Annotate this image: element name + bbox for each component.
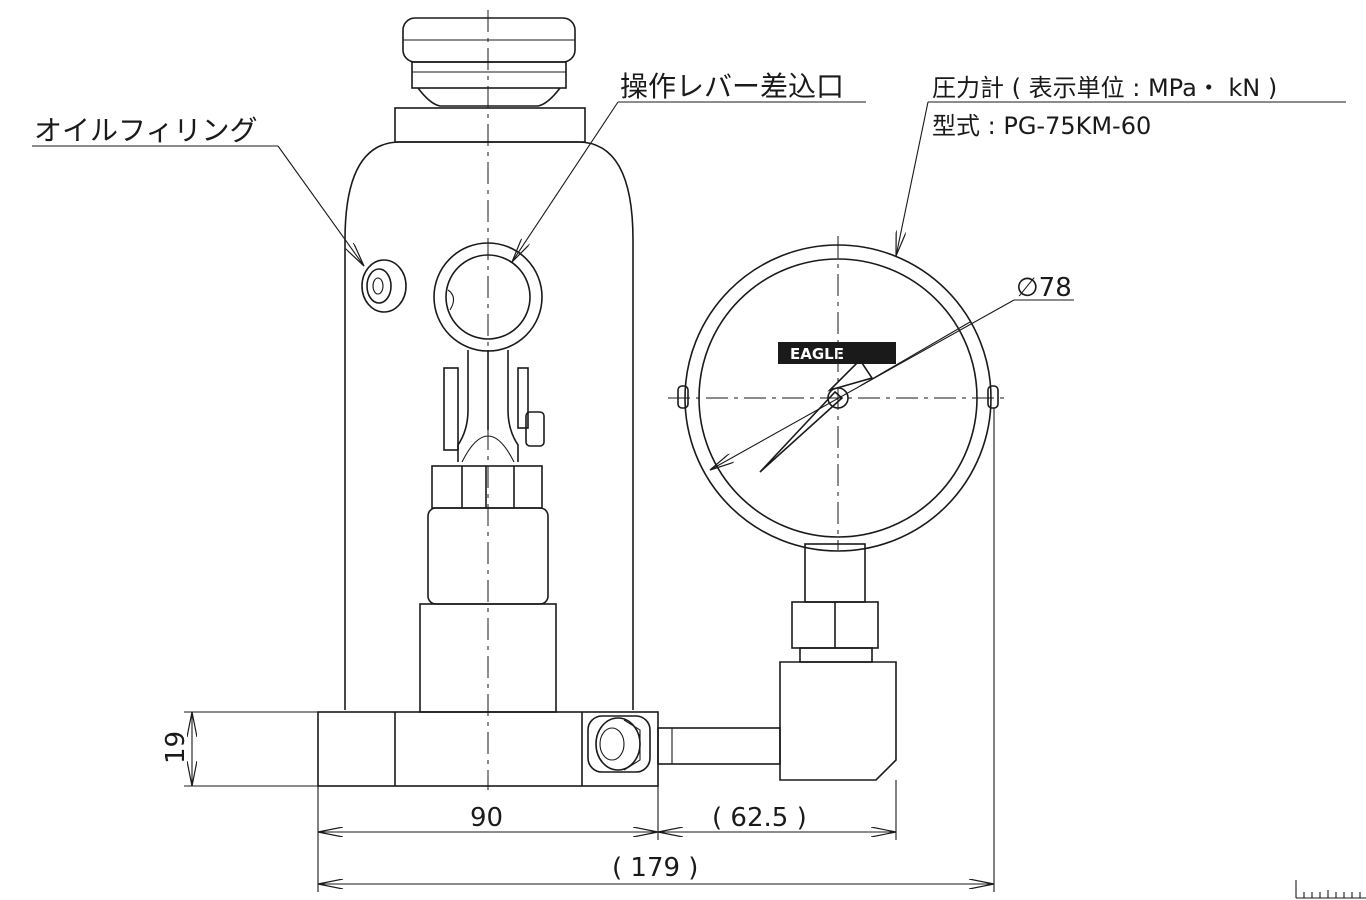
gauge-offset-dim: ( 62.5 ): [712, 803, 807, 833]
oil-filling-label: オイルフィリング: [34, 114, 257, 147]
dimension-lines: [184, 408, 995, 892]
pressure-gauge: EAGLE: [657, 244, 999, 781]
gauge-label-line1: 圧力計 ( 表示単位 : MPa・ kN ): [932, 74, 1277, 102]
gauge-label-line2: 型式 : PG-75KM-60: [932, 112, 1151, 140]
base-width-dim: 90: [470, 803, 503, 833]
jack-body: [344, 17, 634, 710]
base-height-dim: 19: [161, 731, 191, 764]
oil-filling-plug: [361, 259, 407, 313]
leaders: [32, 101, 1346, 470]
gauge-brand: EAGLE: [790, 345, 844, 363]
gauge-diameter-dim: ∅78: [1016, 273, 1072, 303]
center-lines: [487, 10, 1008, 790]
lever-socket-label: 操作レバー差込口: [620, 70, 844, 103]
overall-width-dim: ( 179 ): [612, 853, 698, 883]
scale-mark: [1295, 880, 1366, 899]
eagle-logo: [778, 342, 896, 364]
